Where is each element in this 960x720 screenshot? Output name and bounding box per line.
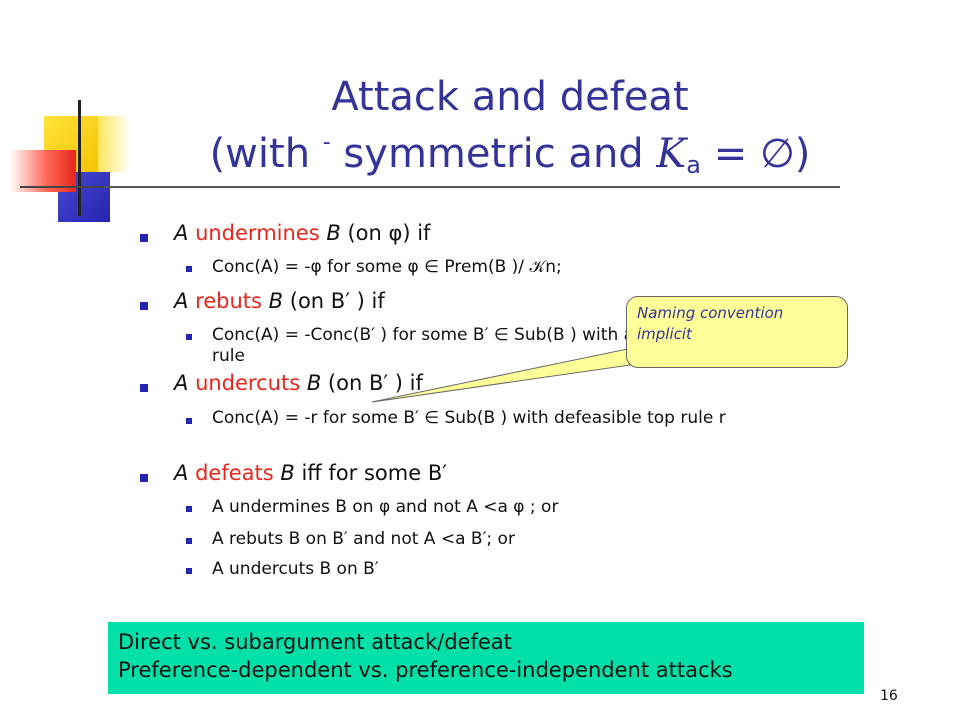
- bullet-tail: (on B′ ) if: [283, 289, 385, 313]
- arg-b: B: [326, 221, 341, 245]
- rebuts-detail: Conc(A) = -Conc(B′ ) for some B′ ∈ Sub(B…: [212, 325, 912, 367]
- title-part: (with: [209, 131, 323, 177]
- decorative-yellow-fade: [98, 116, 128, 172]
- title-subscript: a: [686, 151, 702, 179]
- sub-bullet-marker: [186, 506, 192, 512]
- undermines-detail: Conc(A) = -φ for some φ ∈ Prem(B )/ 𝒦n;: [212, 257, 562, 277]
- bullet-tail: (on B′ ) if: [321, 371, 423, 395]
- page-number: 16: [880, 688, 898, 704]
- bullet-rebuts: A rebuts B (on B′ ) if: [174, 288, 385, 314]
- title-part: symmetric and: [330, 131, 657, 177]
- arg-a: A: [174, 221, 189, 245]
- sub-bullet-marker: [186, 418, 192, 424]
- verb-defeats: defeats: [195, 461, 274, 485]
- title-script-k: K: [656, 131, 687, 177]
- bullet-tail: iff for some B′: [294, 461, 448, 485]
- sub-bullet-marker: [186, 334, 192, 340]
- title-underline: [104, 186, 840, 188]
- sub-bullet-marker: [186, 568, 192, 574]
- arg-a: A: [174, 371, 189, 395]
- sub-bullet-marker: [186, 266, 192, 272]
- sub-bullet-marker: [186, 538, 192, 544]
- rebuts-detail-line-1: Conc(A) = -Conc(B′ ) for some B′ ∈ Sub(B…: [212, 325, 761, 345]
- bullet-defeats: A defeats B iff for some B′: [174, 460, 447, 486]
- summary-box: Direct vs. subargument attack/defeat Pre…: [108, 622, 864, 694]
- summary-line-2: Preference-dependent vs. preference-inde…: [118, 658, 733, 682]
- bullet-undermines: A undermines B (on φ) if: [174, 220, 430, 246]
- title-line-1: Attack and defeat: [331, 74, 689, 120]
- bullet-tail: (on φ) if: [340, 221, 431, 245]
- arg-a: A: [174, 289, 189, 313]
- defeats-item-3: A undercuts B on B′: [212, 559, 379, 579]
- verb-undermines: undermines: [195, 221, 320, 245]
- bullet-marker: [140, 302, 148, 310]
- title-part: = ∅): [701, 131, 811, 177]
- summary-line-1: Direct vs. subargument attack/defeat: [118, 630, 512, 654]
- title-line-2: (with - symmetric and Ka = ∅): [160, 120, 860, 188]
- decorative-vertical-line: [78, 100, 81, 216]
- callout-note: Naming convention implicit: [626, 296, 848, 368]
- bullet-marker: [140, 474, 148, 482]
- defeats-item-2: A rebuts B on B′ and not A <a B′; or: [212, 529, 515, 549]
- decorative-horizontal-line: [20, 186, 140, 188]
- arg-a: A: [174, 461, 189, 485]
- rebuts-detail-line-2: rule: [212, 346, 245, 366]
- decorative-red-bar: [10, 150, 76, 192]
- defeats-item-1: A undermines B on φ and not A <a φ ; or: [212, 497, 559, 517]
- arg-b: B: [306, 371, 322, 395]
- verb-undercuts: undercuts: [195, 371, 301, 395]
- title-dash: -: [322, 130, 331, 155]
- slide-title: Attack and defeat (with - symmetric and …: [160, 74, 860, 188]
- verb-rebuts: rebuts: [195, 289, 262, 313]
- bullet-marker: [140, 384, 148, 392]
- bullet-marker: [140, 234, 148, 242]
- undercuts-detail: Conc(A) = -r for some B′ ∈ Sub(B ) with …: [212, 408, 726, 428]
- arg-b: B: [280, 461, 295, 485]
- bullet-undercuts: A undercuts B (on B′ ) if: [174, 370, 423, 396]
- arg-b: B: [268, 289, 284, 313]
